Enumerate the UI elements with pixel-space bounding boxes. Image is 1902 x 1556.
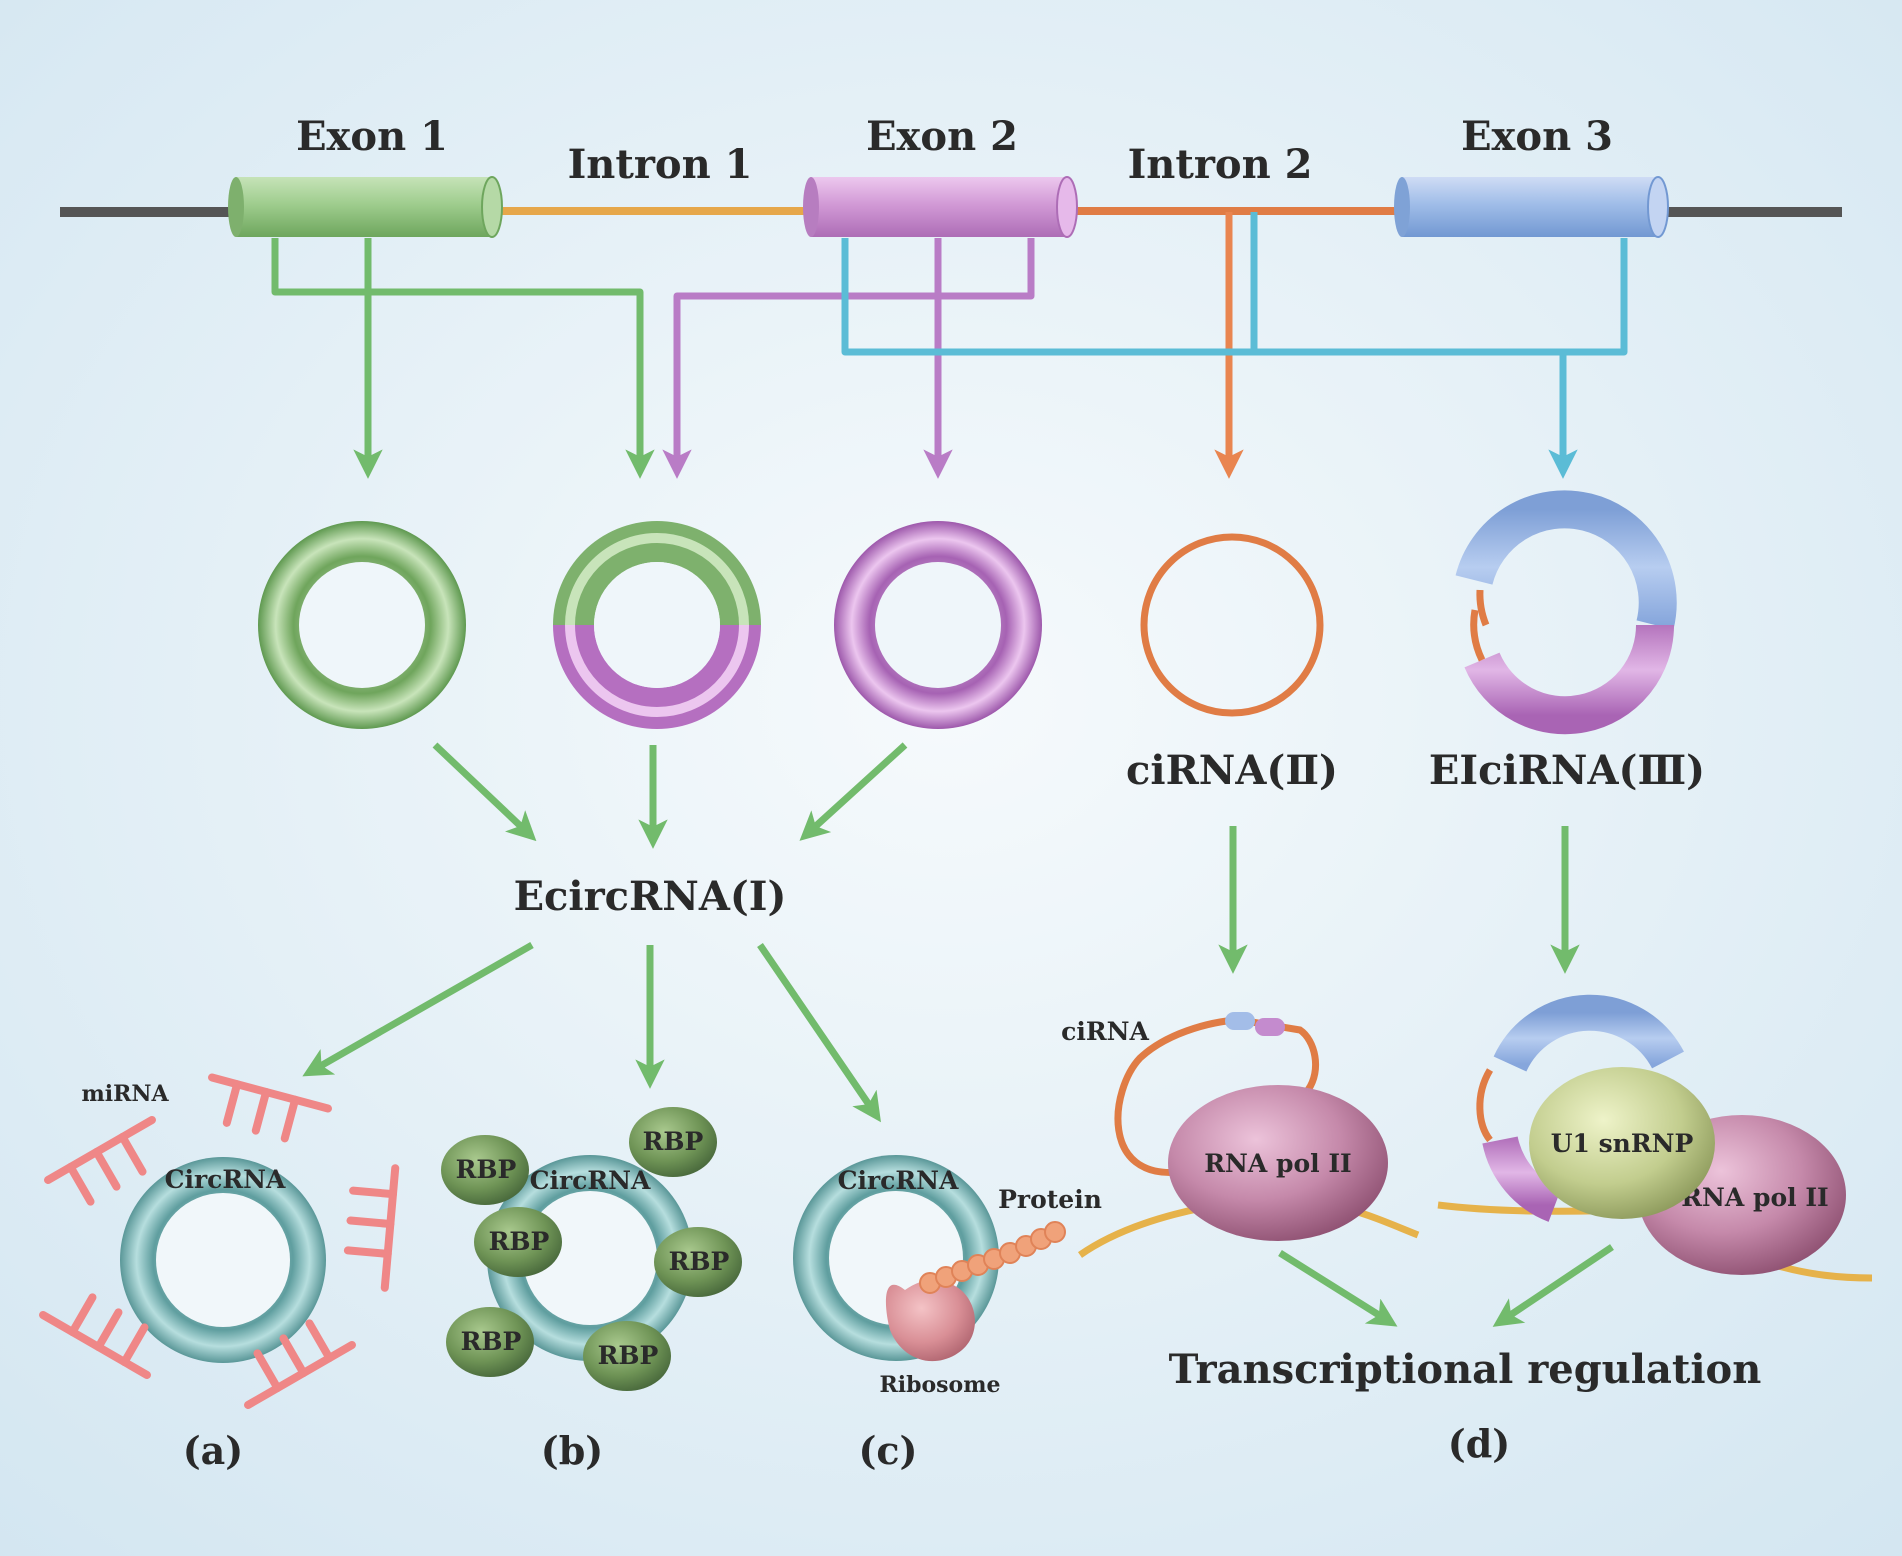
rbp-blob-4: RBP [654, 1227, 742, 1297]
rbp-4-label: RBP [669, 1247, 730, 1276]
protein-chain [919, 1221, 1066, 1294]
panel-a-letter: (a) [183, 1428, 244, 1473]
arrow-circle1-to-ecircrna [432, 742, 537, 842]
circle-exon2 [834, 521, 1042, 729]
cirna-label: ciRNA [1061, 1017, 1149, 1046]
eicirna-orange-arc [1476, 1068, 1494, 1143]
polii-left [1168, 1085, 1388, 1241]
bracket-eicirna [841, 238, 1628, 356]
panel-b-letter: (b) [541, 1428, 604, 1473]
rbp-1-label: RBP [456, 1155, 517, 1184]
eicirna-blue-arc [1493, 994, 1684, 1073]
cirna-blue-segment [1225, 1012, 1255, 1030]
rbp-blob-3: RBP [474, 1207, 562, 1277]
panel-a-mirna-sponge: miRNA CircRNA (a) [43, 1077, 395, 1473]
circle-eicirna [1455, 490, 1677, 735]
u1-snrnp [1529, 1067, 1715, 1219]
dna-strand-right-tail [1774, 1261, 1873, 1282]
polii-left-label: RNA pol II [1204, 1149, 1351, 1178]
splicing-connectors [271, 212, 1628, 479]
circle-exon1-exon2 [553, 521, 761, 729]
circle-cirna [1140, 533, 1324, 717]
arrow-right-to-regulation [1492, 1244, 1614, 1327]
exon-2-cylinder [803, 176, 1078, 238]
panel-b-rbp-binding: RBP RBP RBP RBP RBP RBP CircRNA (b) [441, 1107, 742, 1473]
rbp-blob-6: RBP [583, 1321, 671, 1391]
ecircrna-type-label: EcircRNA(Ⅰ) [514, 873, 787, 920]
intron-1-label: Intron 1 [568, 141, 753, 188]
rbp-blob-5: RBP [446, 1307, 534, 1377]
rbp-6-label: RBP [598, 1341, 659, 1370]
cirna-type-label: ciRNA(Ⅱ) [1126, 747, 1338, 794]
rbp-3-label: RBP [489, 1227, 550, 1256]
exon-3-label: Exon 3 [1461, 113, 1613, 160]
eicirna-type-label: EIciRNA(Ⅲ) [1429, 747, 1705, 794]
circrna-row [258, 490, 1677, 735]
rbp-2-label: RBP [643, 1127, 704, 1156]
panel-c-circrna-label: CircRNA [838, 1166, 959, 1195]
cirna-loop [1114, 1016, 1319, 1176]
intron-2-label: Intron 2 [1128, 141, 1313, 188]
branch-arrows [302, 826, 1580, 1123]
ribosome-label: Ribosome [879, 1372, 1000, 1398]
panel-c-translation: CircRNA Protein Ribosome (c) [793, 1155, 1102, 1473]
arrow-left-to-regulation [1278, 1250, 1398, 1327]
arrow-circle3-to-ecircrna [799, 742, 908, 841]
arrow-exon1-to-circle2 [271, 238, 655, 479]
exon-1-label: Exon 1 [296, 113, 448, 160]
panel-a-circrna-label: CircRNA [165, 1165, 286, 1194]
arrow-to-panel-a [302, 941, 534, 1077]
protein-label: Protein [998, 1185, 1102, 1214]
rbp-blob-2: RBP [629, 1107, 717, 1177]
rbp-blob-1: RBP [441, 1135, 529, 1205]
panel-d-transcription: RNA pol II ciRNA RNA pol II U1 snRNP Tra… [1061, 994, 1873, 1466]
polii-right-label: RNA pol II [1681, 1183, 1828, 1212]
panel-d-letter: (d) [1448, 1421, 1511, 1466]
arrow-exon2-to-circle2 [662, 238, 1035, 479]
u1-label: U1 snRNP [1551, 1129, 1694, 1158]
gene-structure: Exon 1 Intron 1 Exon 2 Intron 2 Exon 3 [60, 113, 1842, 238]
panel-c-letter: (c) [858, 1428, 917, 1473]
cirna-purple-segment [1255, 1018, 1285, 1036]
ribosome-shape [885, 1279, 975, 1362]
converge-arrows [432, 742, 908, 849]
exon-2-label: Exon 2 [866, 113, 1018, 160]
exon-1-cylinder [228, 176, 503, 238]
circle-exon1 [258, 521, 466, 729]
arrow-to-panel-c [757, 943, 881, 1123]
eicirna-purple-arc [1482, 1135, 1563, 1222]
panel-b-circrna-label: CircRNA [530, 1166, 651, 1195]
exon-3-cylinder [1394, 176, 1669, 238]
regulation-label: Transcriptional regulation [1169, 1346, 1762, 1393]
rbp-5-label: RBP [461, 1327, 522, 1356]
mirna-label: miRNA [81, 1081, 169, 1107]
